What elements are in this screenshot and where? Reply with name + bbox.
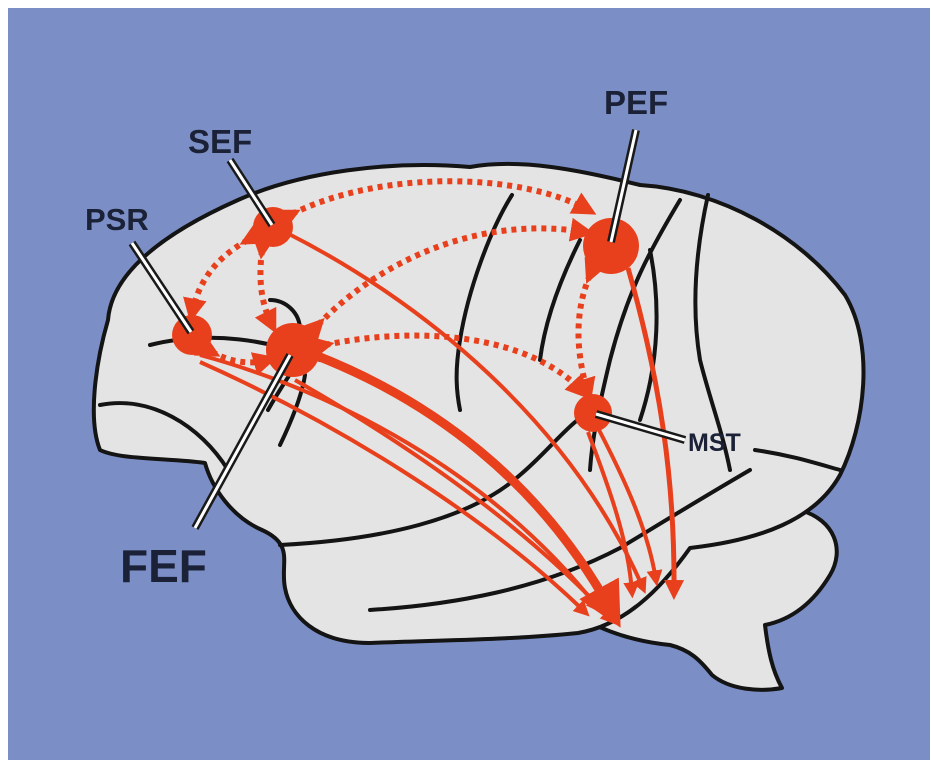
psr-label: PSR [85, 202, 149, 237]
fef-label: FEF [120, 540, 207, 592]
sef-label: SEF [188, 123, 252, 160]
psr-node [172, 315, 212, 355]
pef-label: PEF [604, 84, 668, 121]
sef-node [253, 207, 293, 247]
fef-node [266, 323, 320, 377]
mst-label: MST [688, 429, 741, 457]
